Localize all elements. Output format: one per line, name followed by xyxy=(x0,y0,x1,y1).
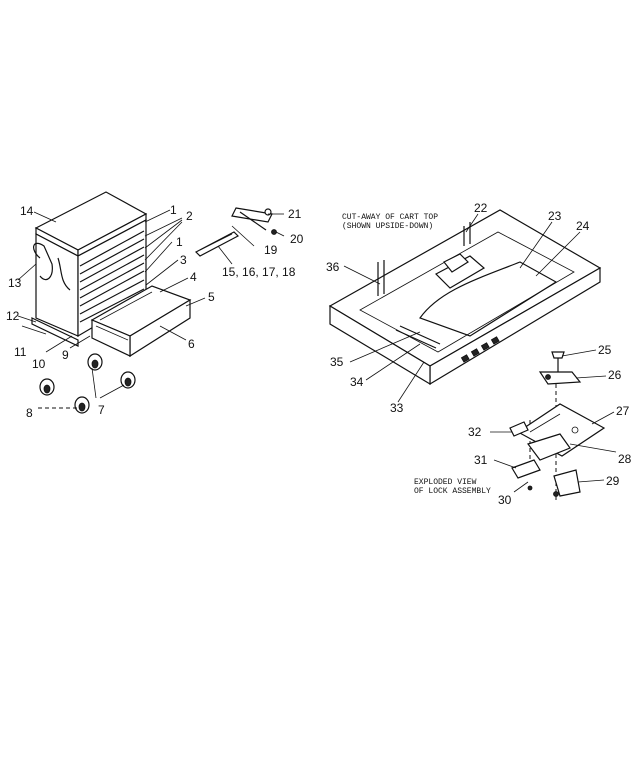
part-label-25: 25 xyxy=(598,343,612,357)
cart-top-cutaway xyxy=(328,209,602,403)
part-label-30: 30 xyxy=(498,493,512,507)
lock-assembly-exploded xyxy=(490,349,617,500)
part-label-8: 8 xyxy=(26,406,33,420)
part-label-26: 26 xyxy=(608,368,622,382)
part-label-10: 10 xyxy=(32,357,46,371)
part-label-22: 22 xyxy=(474,201,488,215)
part-label-6: 6 xyxy=(188,337,195,351)
part-label-33: 33 xyxy=(390,401,404,415)
part-label-1a: 1 xyxy=(170,203,177,217)
part-label-31: 31 xyxy=(474,453,488,467)
part-label-7: 7 xyxy=(98,403,105,417)
part-label-27: 27 xyxy=(616,404,630,418)
part-label-23: 23 xyxy=(548,209,562,223)
part-label-14: 14 xyxy=(20,204,34,218)
tool-cabinet: 1 2 1 3 4 5 6 7 8 9 10 11 12 13 14 15, 1… xyxy=(6,191,304,420)
part-label-13: 13 xyxy=(8,276,22,290)
front-edge-slots xyxy=(460,336,500,363)
side-handle xyxy=(33,242,53,281)
part-label-4: 4 xyxy=(190,270,197,284)
part-label-29: 29 xyxy=(606,474,620,488)
part-label-24: 24 xyxy=(576,219,590,233)
left-leader-lines xyxy=(17,209,285,409)
part-label-35: 35 xyxy=(330,355,344,369)
part-label-36: 36 xyxy=(326,260,340,274)
part-label-9: 9 xyxy=(62,348,69,362)
part-label-3: 3 xyxy=(180,253,187,267)
drawer-fronts xyxy=(79,230,145,323)
part-label-11: 11 xyxy=(14,345,27,359)
part-label-32: 32 xyxy=(468,425,482,439)
part-label-21: 21 xyxy=(288,207,302,221)
part-label-1b: 1 xyxy=(176,235,183,249)
part-label-34: 34 xyxy=(350,375,364,389)
cutaway-note-line1: CUT-AWAY OF CART TOP xyxy=(342,213,438,222)
part-label-19: 19 xyxy=(264,243,278,257)
open-drawer xyxy=(90,285,192,358)
part-label-15-18: 15, 16, 17, 18 xyxy=(222,265,296,279)
exploded-note-line2: OF LOCK ASSEMBLY xyxy=(414,487,491,496)
part-label-12: 12 xyxy=(6,309,20,323)
part-label-2: 2 xyxy=(186,209,193,223)
exploded-note-line1: EXPLODED VIEW xyxy=(414,478,477,487)
part-label-28: 28 xyxy=(618,452,632,466)
drawer-slide-parts xyxy=(194,207,277,257)
part-label-5: 5 xyxy=(208,290,215,304)
cutaway-note-line2: (SHOWN UPSIDE-DOWN) xyxy=(342,222,433,231)
caster-wheels xyxy=(39,353,136,414)
part-label-20: 20 xyxy=(290,232,304,246)
